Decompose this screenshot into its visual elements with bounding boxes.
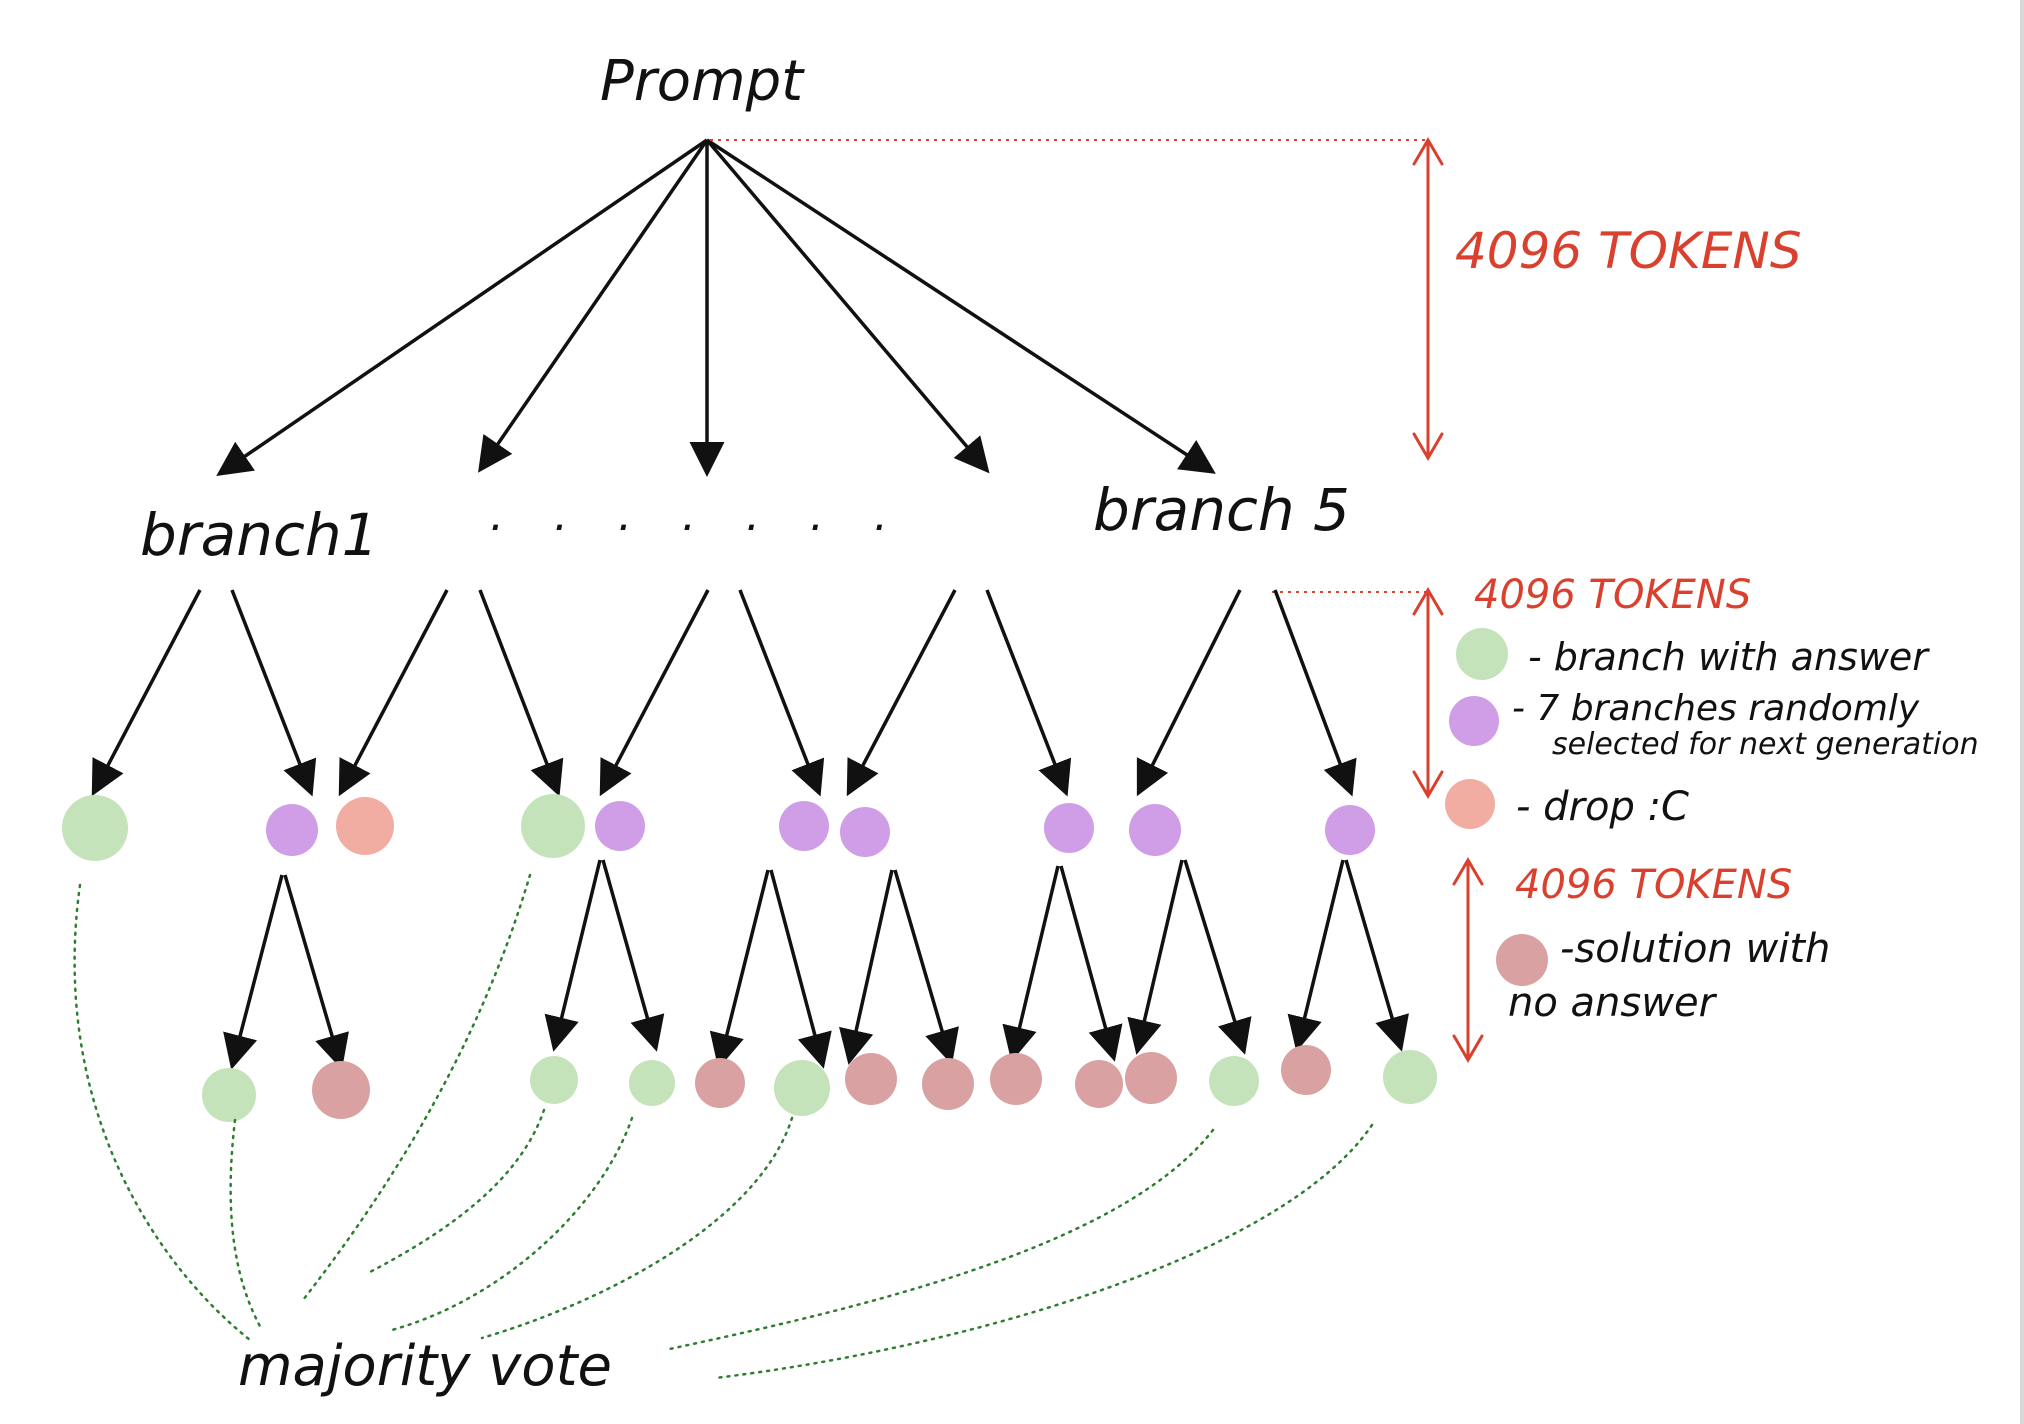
node-answer — [202, 1068, 256, 1122]
arrow-prompt-branch4 — [705, 138, 990, 474]
legend-selected-text-2: selected for next generation — [1552, 727, 1979, 762]
arrow-gen — [709, 869, 770, 1069]
arrow-b1-left — [91, 589, 202, 797]
vote-link — [301, 873, 532, 1302]
node-selected — [1129, 804, 1181, 856]
node-drop — [336, 797, 394, 855]
arrow-prompt-branch1 — [216, 138, 708, 476]
arrow-b5-left — [1136, 589, 1242, 797]
arrow-b5-right — [1273, 589, 1357, 797]
arrow-gen — [893, 869, 959, 1065]
arrow-gen — [769, 869, 832, 1069]
node-answer — [1209, 1056, 1259, 1106]
vote-link — [663, 1128, 1215, 1352]
vote-link — [390, 1116, 634, 1332]
node-selected — [779, 801, 829, 851]
arrow-prompt-branch2 — [478, 139, 709, 473]
node-answer — [521, 794, 585, 858]
arrow-b4-left — [846, 589, 957, 797]
arrow-b4-right — [985, 589, 1072, 797]
token-arrow-level1 — [1412, 137, 1444, 461]
branch1-label: branch1 — [140, 501, 379, 569]
node-no-answer — [312, 1061, 370, 1119]
node-no-answer — [1075, 1060, 1123, 1108]
arrow-gen — [601, 859, 665, 1052]
node-selected — [266, 804, 318, 856]
arrow-gen — [544, 859, 602, 1052]
token-guides — [710, 139, 1428, 593]
legend-selected-swatch — [1449, 696, 1499, 746]
node-selected — [1325, 805, 1375, 855]
node-no-answer — [1281, 1045, 1331, 1095]
node-answer — [1383, 1050, 1437, 1104]
legend-answer-text: - branch with answer — [1528, 635, 1930, 679]
token-label-level3: 4096 TOKENS — [1515, 862, 1792, 908]
generation2-nodes — [202, 1045, 1437, 1122]
node-no-answer — [990, 1053, 1042, 1105]
node-no-answer — [922, 1058, 974, 1110]
page-edge — [2020, 0, 2024, 1424]
node-selected — [595, 801, 645, 851]
vote-link — [368, 1108, 546, 1274]
arrow-b1-right — [230, 589, 317, 797]
legend-no-answer-text-2: no answer — [1508, 980, 1718, 1026]
node-answer — [629, 1060, 675, 1106]
vote-link — [480, 1116, 794, 1340]
branch5-label: branch 5 — [1093, 476, 1350, 544]
arrow-gen — [1183, 859, 1252, 1055]
arrow-b2-right — [478, 589, 564, 797]
node-answer — [774, 1060, 830, 1116]
token-arrow-level2 — [1412, 587, 1444, 799]
vote-link — [229, 1118, 264, 1332]
node-no-answer — [845, 1053, 897, 1105]
arrow-b2-left — [338, 589, 449, 797]
legend-no-answer-text-1: -solution with — [1560, 926, 1830, 972]
arrow-prompt-branch5 — [706, 138, 1216, 474]
arrow-gen — [1287, 859, 1345, 1052]
legend: - branch with answer - 7 branches random… — [1445, 628, 1979, 1026]
legend-answer-swatch — [1456, 628, 1508, 680]
prompt-label: Prompt — [600, 49, 805, 114]
arrow-gen — [223, 874, 284, 1070]
arrow-b3-right — [738, 589, 825, 797]
node-selected — [1044, 803, 1094, 853]
arrow-gen — [839, 869, 894, 1065]
node-answer — [62, 795, 128, 861]
token-label-level2: 4096 TOKENS — [1474, 572, 1751, 618]
prompt-arrows — [216, 138, 1216, 477]
token-arrows — [1412, 137, 1484, 1063]
node-answer — [530, 1056, 578, 1104]
arrow-gen — [1059, 865, 1123, 1062]
vote-link — [713, 1123, 1374, 1380]
arrow-gen — [1002, 865, 1060, 1062]
node-no-answer — [695, 1058, 745, 1108]
legend-no-answer-swatch — [1496, 934, 1548, 986]
generation1-nodes — [62, 794, 1375, 861]
arrow-b3-left — [599, 589, 710, 797]
legend-drop-swatch — [1445, 779, 1495, 829]
arrow-gen — [1344, 859, 1409, 1052]
generation-arrows — [223, 859, 1409, 1070]
arrow-gen — [283, 874, 349, 1070]
node-no-answer — [1125, 1052, 1177, 1104]
node-selected — [840, 807, 890, 857]
majority-vote-label: majority vote — [238, 1334, 612, 1399]
arrow-gen — [1127, 859, 1184, 1055]
legend-drop-text: - drop :C — [1516, 784, 1689, 830]
majority-vote-links — [73, 873, 1374, 1380]
branch-arrows — [91, 589, 1357, 797]
token-arrow-level3 — [1452, 857, 1484, 1063]
legend-selected-text-1: - 7 branches randomly — [1512, 688, 1920, 729]
token-label-level1: 4096 TOKENS — [1455, 222, 1802, 280]
ellipsis-label: . . . . . . . — [490, 490, 906, 541]
